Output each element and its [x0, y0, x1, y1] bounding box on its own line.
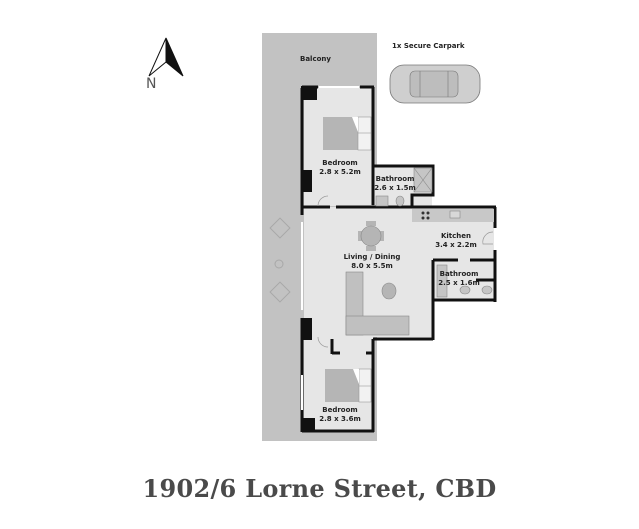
- doors: [317, 195, 494, 348]
- kitchen-counter: [412, 209, 494, 222]
- room-living-dining: Living / Dining 8.0 x 5.5m: [340, 253, 404, 271]
- room-name: Kitchen: [440, 232, 472, 240]
- carpark-label: 1x Secure Carpark: [392, 42, 465, 50]
- room-bedroom-2: Bedroom 2.8 x 3.6m: [315, 406, 365, 424]
- dining-table: [358, 221, 384, 251]
- room-size: 3.4 x 2.2m: [435, 241, 477, 249]
- room-bathroom-2: Bathroom 2.5 x 1.6m: [436, 270, 482, 288]
- structural-columns: [301, 86, 317, 432]
- car-icon: [389, 64, 481, 104]
- room-name: Bedroom: [322, 159, 358, 167]
- sofa: [345, 271, 410, 336]
- lower-bathroom-fixtures: [436, 264, 493, 298]
- balcony-label: Balcony: [300, 55, 331, 63]
- ottoman: [381, 282, 397, 300]
- north-arrow-icon: [148, 37, 184, 77]
- balcony-furniture: [269, 217, 291, 303]
- room-bedroom-1: Bedroom 2.8 x 5.2m: [315, 159, 365, 177]
- room-name: Bedroom: [322, 406, 358, 414]
- room-kitchen: Kitchen 3.4 x 2.2m: [433, 232, 479, 250]
- room-name: Living / Dining: [343, 253, 401, 261]
- north-label: N: [146, 76, 157, 92]
- top-bathroom-fixtures: [375, 167, 433, 207]
- room-name: Bathroom: [439, 270, 479, 278]
- bed-top: [323, 116, 372, 151]
- bed-bottom: [325, 368, 372, 403]
- room-name: Bathroom: [375, 175, 415, 183]
- room-size: 2.6 x 1.5m: [374, 184, 416, 192]
- room-size: 2.8 x 3.6m: [319, 415, 361, 423]
- property-address-title: 1902/6 Lorne Street, CBD: [142, 474, 497, 503]
- room-bathroom-1: Bathroom 2.6 x 1.5m: [373, 175, 417, 193]
- room-size: 2.5 x 1.6m: [438, 279, 480, 287]
- windows: [301, 86, 359, 410]
- room-size: 8.0 x 5.5m: [351, 262, 393, 270]
- room-size: 2.8 x 5.2m: [319, 168, 361, 176]
